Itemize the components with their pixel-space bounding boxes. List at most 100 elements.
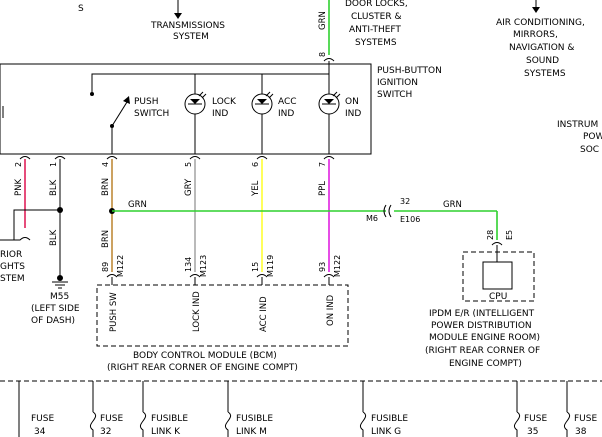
acc-indicator: ACC IND [251,91,297,154]
wire-blk-label: BLK [49,179,59,196]
ipdm-title-line3: MODULE ENGINE ROOM) [429,333,540,343]
fusible-link-m-label-line1: FUSIBLE [236,414,273,424]
fuse-32-label-line1: FUSE [100,414,123,424]
bcm-label-on-ind: ON IND [326,294,336,326]
bcm-box [96,284,349,347]
fuse-35: FUSE 35 [513,381,547,437]
ipdm-title-line4: (RIGHT REAR CORNER OF [425,346,540,356]
connector-e106-name: E106 [400,215,420,224]
ipdm-title-line1: IPDM E/R (INTELLIGENT [429,309,535,319]
connector-m6-pin: 32 [400,197,410,206]
bcm-pin-15: 15 [251,262,260,272]
ignition-switch-title-line3: SWITCH [377,90,412,100]
switch-pin-6-label: 6 [251,162,260,167]
lock-indicator-label-line2: IND [212,109,228,119]
wire-ppl: PPL [318,159,330,272]
wire-gry-label: GRY [184,178,194,196]
ipdm-conn: E5 [505,230,514,240]
ipdm-cpu-label: CPU [489,292,507,302]
fusible-link-k-icon [139,411,147,437]
lock-indicator-label-line1: LOCK [212,97,237,107]
fuse-38-icon [563,411,571,437]
ipdm-title-line2: POWER DISTRIBUTION [431,321,532,331]
wire-ppl-label: PPL [318,181,328,196]
systems-label: S [78,4,84,14]
ground-location-line2: OF DASH) [31,316,75,326]
bcm-title-line1: BODY CONTROL MODULE (BCM) [133,351,277,361]
fusible-link-m-label-line2: LINK M [236,427,267,437]
ignition-switch-title-line1: PUSH-BUTTON [377,66,442,76]
wire-brn-label: BRN [101,178,111,196]
fuse-32: FUSE 32 [89,381,123,437]
bcm-label-acc-ind: ACC IND [259,296,269,332]
bcm-conn-15: M119 [266,255,275,277]
ac-label-line4: SOUND [526,56,559,66]
bcm-conn-134: M123 [199,255,208,277]
air-conditioning-label: AIR CONDITIONING, MIRRORS, NAVIGATION & … [496,0,585,79]
transmissions-label-line1: TRANSMISSIONS [150,21,225,31]
bcm-conn-93: M122 [333,255,342,277]
ground-location-line1: (LEFT SIDE [31,304,80,314]
fusible-link-g-label-line1: FUSIBLE [371,414,408,424]
push-switch-label-line2: SWITCH [134,109,169,119]
acc-indicator-label-line2: IND [278,109,294,119]
bcm-pin-connectors: 89 M122 134 M123 15 M119 93 M122 [101,255,342,285]
lock-indicator: LOCK IND [184,91,237,154]
fuse-35-label-line1: FUSE [524,414,547,424]
left-fragment-line2: GHTS [0,262,25,272]
ipdm-box [462,251,535,302]
on-indicator-label-line2: IND [345,109,361,119]
ac-label-line5: SYSTEMS [524,69,566,79]
connector-m6-e106: 32 M6 E106 [366,197,420,224]
ground-m55: M55 (LEFT SIDE OF DASH) [31,270,80,326]
transmissions-label: TRANSMISSIONS SYSTEM [150,0,225,42]
left-fragment-label: RIOR GHTS STEM [0,250,25,284]
fusible-link-k-label-line2: LINK K [151,427,181,437]
wire-grn-top: GRN 8 [318,0,335,62]
instrument-label-line3: SOC [580,145,599,155]
on-indicator: ON IND [318,74,361,154]
switch-pin-4-label: 4 [101,162,110,167]
wire-yel-label: YEL [251,180,261,197]
door-locks-label-line3: ANTI-THEFT [349,25,401,35]
fuse-34-label-line2: 34 [34,427,46,437]
left-fragment-line1: RIOR [0,250,22,260]
acc-indicator-label-line1: ACC [278,97,297,107]
wire-gry: GRY [184,159,196,272]
on-indicator-label-line1: ON [345,97,359,107]
wire-blk: BLK BLK [13,159,63,270]
ground-name: M55 [50,292,69,302]
switch-pin-connectors: 2 1 4 5 6 7 [14,156,335,167]
bcm-pin-93: 93 [318,262,327,272]
left-fragment-line3: STEM [0,274,25,284]
ac-label-line1: AIR CONDITIONING, [496,18,585,28]
bcm-label-lock-ind: LOCK IND [192,291,202,332]
bcm-pin-89: 89 [101,262,110,272]
ac-label-line3: NAVIGATION & [509,43,574,53]
instrument-label-line2: POW [583,132,602,142]
wire-grn-main: GRN GRN [112,200,498,240]
switch-pin-2-label: 2 [14,162,23,167]
cpu-box [482,261,513,290]
wire-brn-lower-label: BRN [101,230,111,248]
door-locks-label-line2: CLUSTER & [351,12,401,22]
switch-pin-7-label: 7 [318,162,327,167]
ipdm-title-line5: ENGINE COMPT) [449,359,522,369]
fusible-link-m-icon [224,411,232,437]
switch-pin-8-label: 8 [318,52,327,57]
wire-blk-ground-label: BLK [49,229,59,246]
fuse-35-icon [513,411,521,437]
wire-brn: BRN BRN [101,159,115,272]
fusible-link-k: FUSIBLE LINK K [139,381,188,437]
fusible-link-g: FUSIBLE LINK G [359,381,408,437]
fusible-link-k-label-line1: FUSIBLE [151,414,188,424]
fuse-32-icon [89,411,97,437]
transmissions-label-line2: SYSTEM [173,32,209,42]
wire-grn-ipdm-label: GRN [443,200,462,210]
ipdm-er: 28 E5 CPU IPDM E/R (INTELLIGENT POWER DI… [425,230,540,369]
wire-pnk-label: PNK [14,179,24,196]
wire-yel: YEL [251,159,263,272]
ac-label-line2: MIRRORS, [513,30,558,40]
wire-grn-main-label: GRN [128,200,147,210]
